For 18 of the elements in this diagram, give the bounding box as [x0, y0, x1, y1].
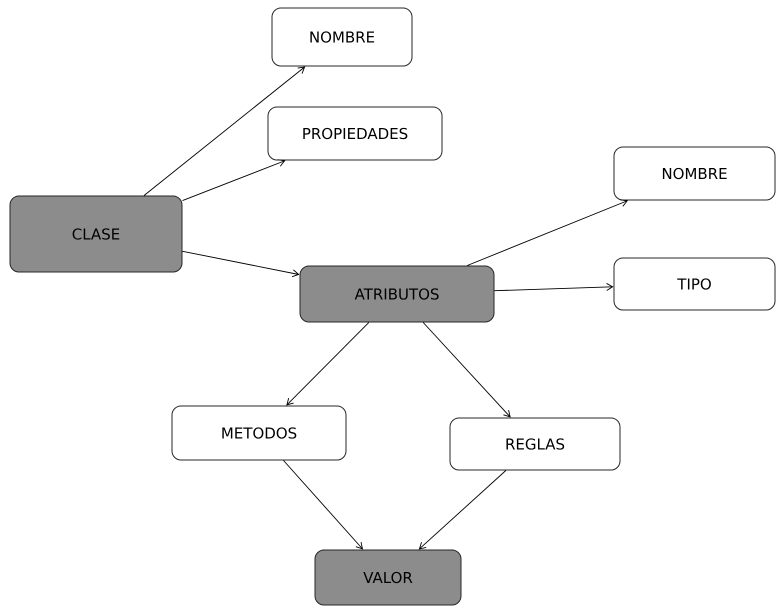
arrow	[182, 250, 300, 278]
concept-box: VALOR	[314, 550, 462, 606]
concept-box: METODOS	[172, 406, 346, 460]
arrow	[286, 322, 370, 406]
arrow	[466, 199, 628, 266]
concept-box: PROPIEDADES	[268, 106, 442, 160]
concept-box: ATRIBUTOS	[300, 266, 494, 322]
arrow	[182, 159, 286, 201]
arrow	[422, 322, 511, 418]
arrow	[283, 460, 364, 550]
concept-box: REGLAS	[450, 418, 620, 470]
arrow	[418, 470, 506, 550]
concept-box: CLASE	[10, 196, 182, 272]
concept-box: NOMBRE	[614, 146, 776, 200]
concept-box: NOMBRE	[272, 8, 412, 66]
arrow	[494, 283, 614, 292]
concept-box: TIPO	[614, 258, 776, 310]
arrow	[144, 66, 306, 196]
